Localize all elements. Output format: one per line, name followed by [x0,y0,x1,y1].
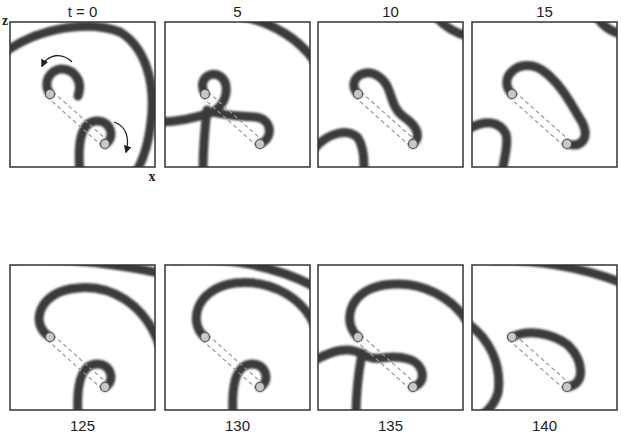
time-label: 5 [233,4,241,19]
axis-label: x [149,170,156,184]
panel [313,265,468,415]
panel [467,260,621,415]
panel [10,259,160,415]
time-label: t = 0 [68,4,98,19]
panel [160,17,315,172]
time-label: 140 [532,418,557,433]
time-label: 135 [378,418,403,433]
panel [165,259,315,415]
panel [467,17,621,172]
time-label: 10 [382,4,399,19]
axis-label: z [2,14,8,28]
panel [5,22,155,172]
time-label: 15 [536,4,553,19]
panel [313,17,468,172]
time-label: 125 [70,418,95,433]
time-label: 130 [225,418,250,433]
